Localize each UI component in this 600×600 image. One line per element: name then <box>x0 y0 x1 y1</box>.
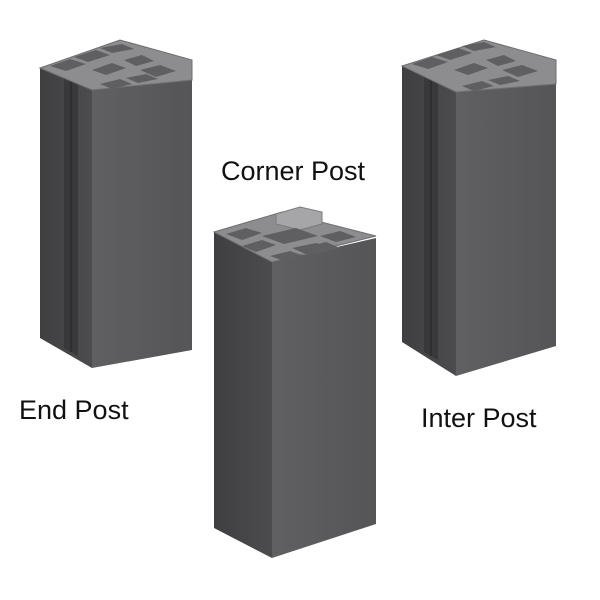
inter-post <box>400 39 557 376</box>
corner-post-front-face <box>272 238 376 558</box>
corner-post-side-face <box>214 232 272 558</box>
end-post <box>38 39 193 368</box>
end-post-label: End Post <box>19 395 129 425</box>
inter-post-label: Inter Post <box>421 403 537 433</box>
corner-post <box>212 206 377 558</box>
inter-post-front-face <box>456 84 556 376</box>
corner-post-top-tab <box>275 206 323 231</box>
corner-post-label: Corner Post <box>221 156 366 186</box>
end-post-front-face <box>92 80 192 368</box>
